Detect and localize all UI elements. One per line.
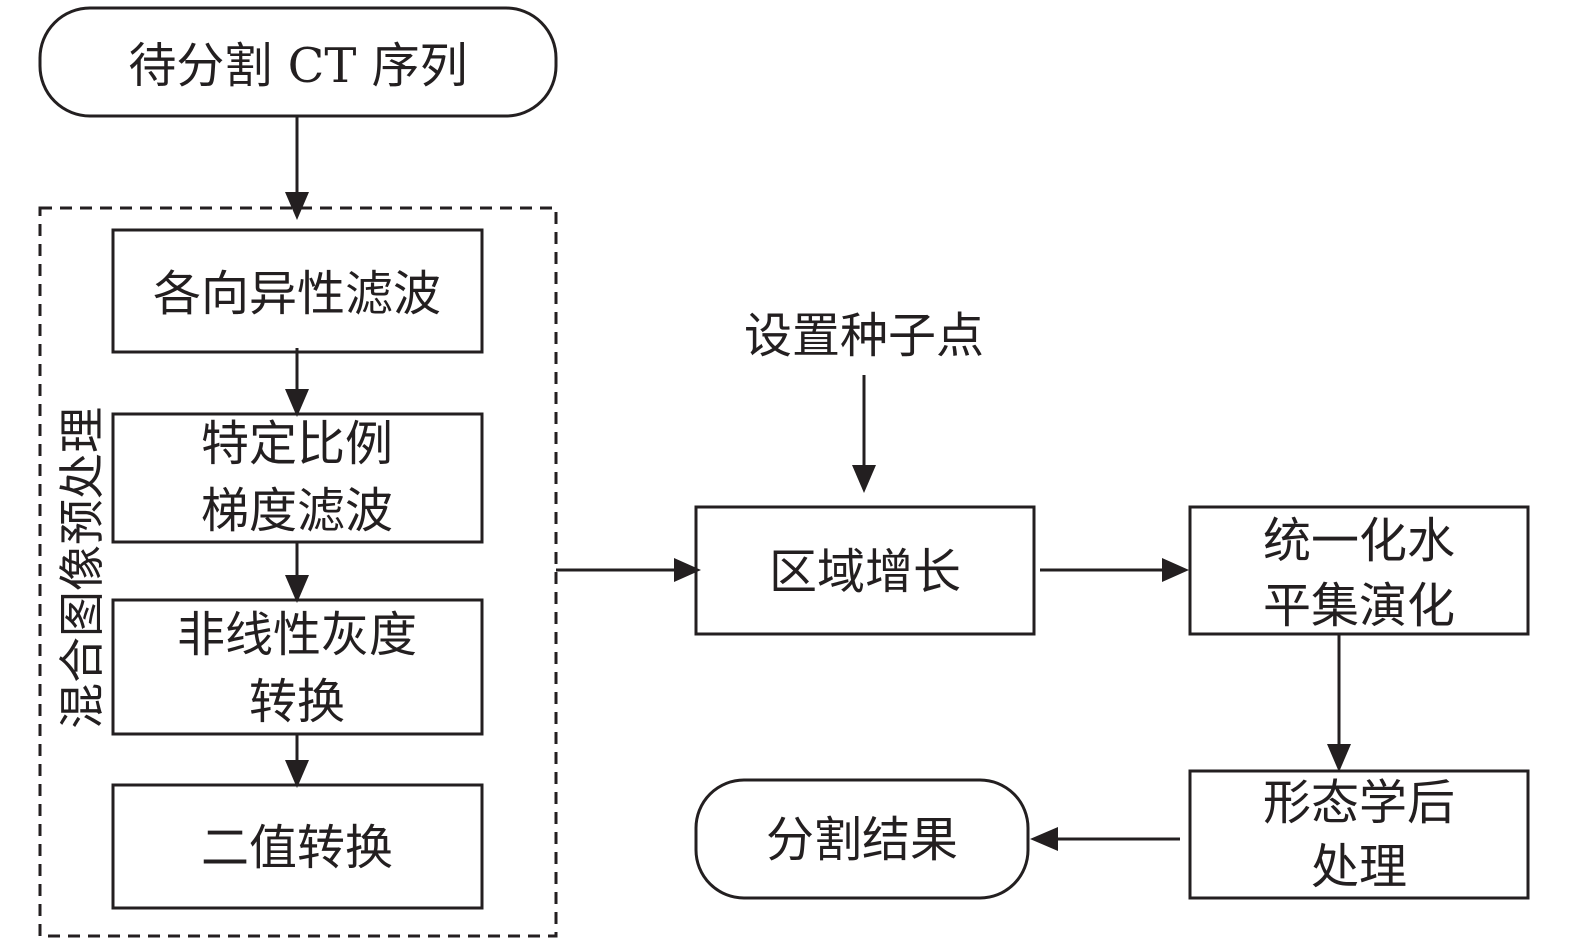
anisotropic-filter-box [111,228,484,354]
nonlinear-gray-transform-box [111,598,484,736]
arrow-anisotropic-to-ratio [285,348,309,417]
arrow-nonlinear-to-binary [285,734,309,788]
morphological-postprocess-label-line1: 形态学后 [1263,775,1455,831]
morphological-postprocess-box [1188,769,1530,900]
seed-point-label: 设置种子点 [744,308,984,364]
ratio-gradient-filter-label-line1: 特定比例 [201,416,393,472]
region-growing-label: 区域增长 [769,544,961,600]
result-label: 分割结果 [766,812,958,868]
input-label: 待分割 CT 序列 [128,38,467,94]
nonlinear-gray-transform-label-line1: 非线性灰度 [177,607,417,663]
arrow-preprocessing-to-region-growing [556,558,701,582]
level-set-evolution-label-line2: 平集演化 [1263,578,1455,634]
binary-transform-box [111,783,484,910]
morphological-postprocess-label-line2: 处理 [1311,839,1407,895]
arrow-level-set-to-morphological [1327,634,1351,772]
arrow-input-to-anisotropic [285,116,309,220]
result-terminal [694,778,1030,900]
binary-transform-label: 二值转换 [201,820,393,876]
nonlinear-gray-transform-label-line2: 转换 [249,674,345,730]
level-set-evolution-box [1188,505,1530,636]
anisotropic-filter-label: 各向异性滤波 [153,266,441,322]
arrow-seed-to-region-growing [852,375,876,493]
preprocessing-group-frame [38,206,558,938]
level-set-evolution-label-line1: 统一化水 [1263,513,1455,569]
arrow-morphological-to-result [1030,827,1180,851]
arrow-ratio-to-nonlinear [285,542,309,603]
arrow-region-growing-to-level-set [1040,558,1189,582]
ratio-gradient-filter-label-line2: 梯度滤波 [201,483,393,539]
preprocessing-group-label: 混合图像预处理 [55,407,109,729]
